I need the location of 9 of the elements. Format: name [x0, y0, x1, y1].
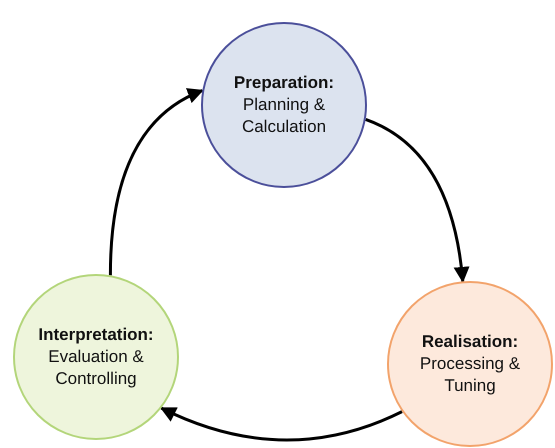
arrow: [108, 89, 204, 276]
stage-description: Planning & Calculation: [240, 94, 328, 138]
stage-title: Interpretation:: [38, 324, 154, 346]
arrow: [160, 406, 403, 442]
arrow: [365, 118, 470, 283]
stage-description: Processing & Tuning: [418, 352, 522, 398]
stage-title: Realisation:: [422, 330, 518, 353]
stage-description: Evaluation & Controlling: [47, 346, 145, 390]
stage-title: Preparation:: [234, 72, 334, 94]
